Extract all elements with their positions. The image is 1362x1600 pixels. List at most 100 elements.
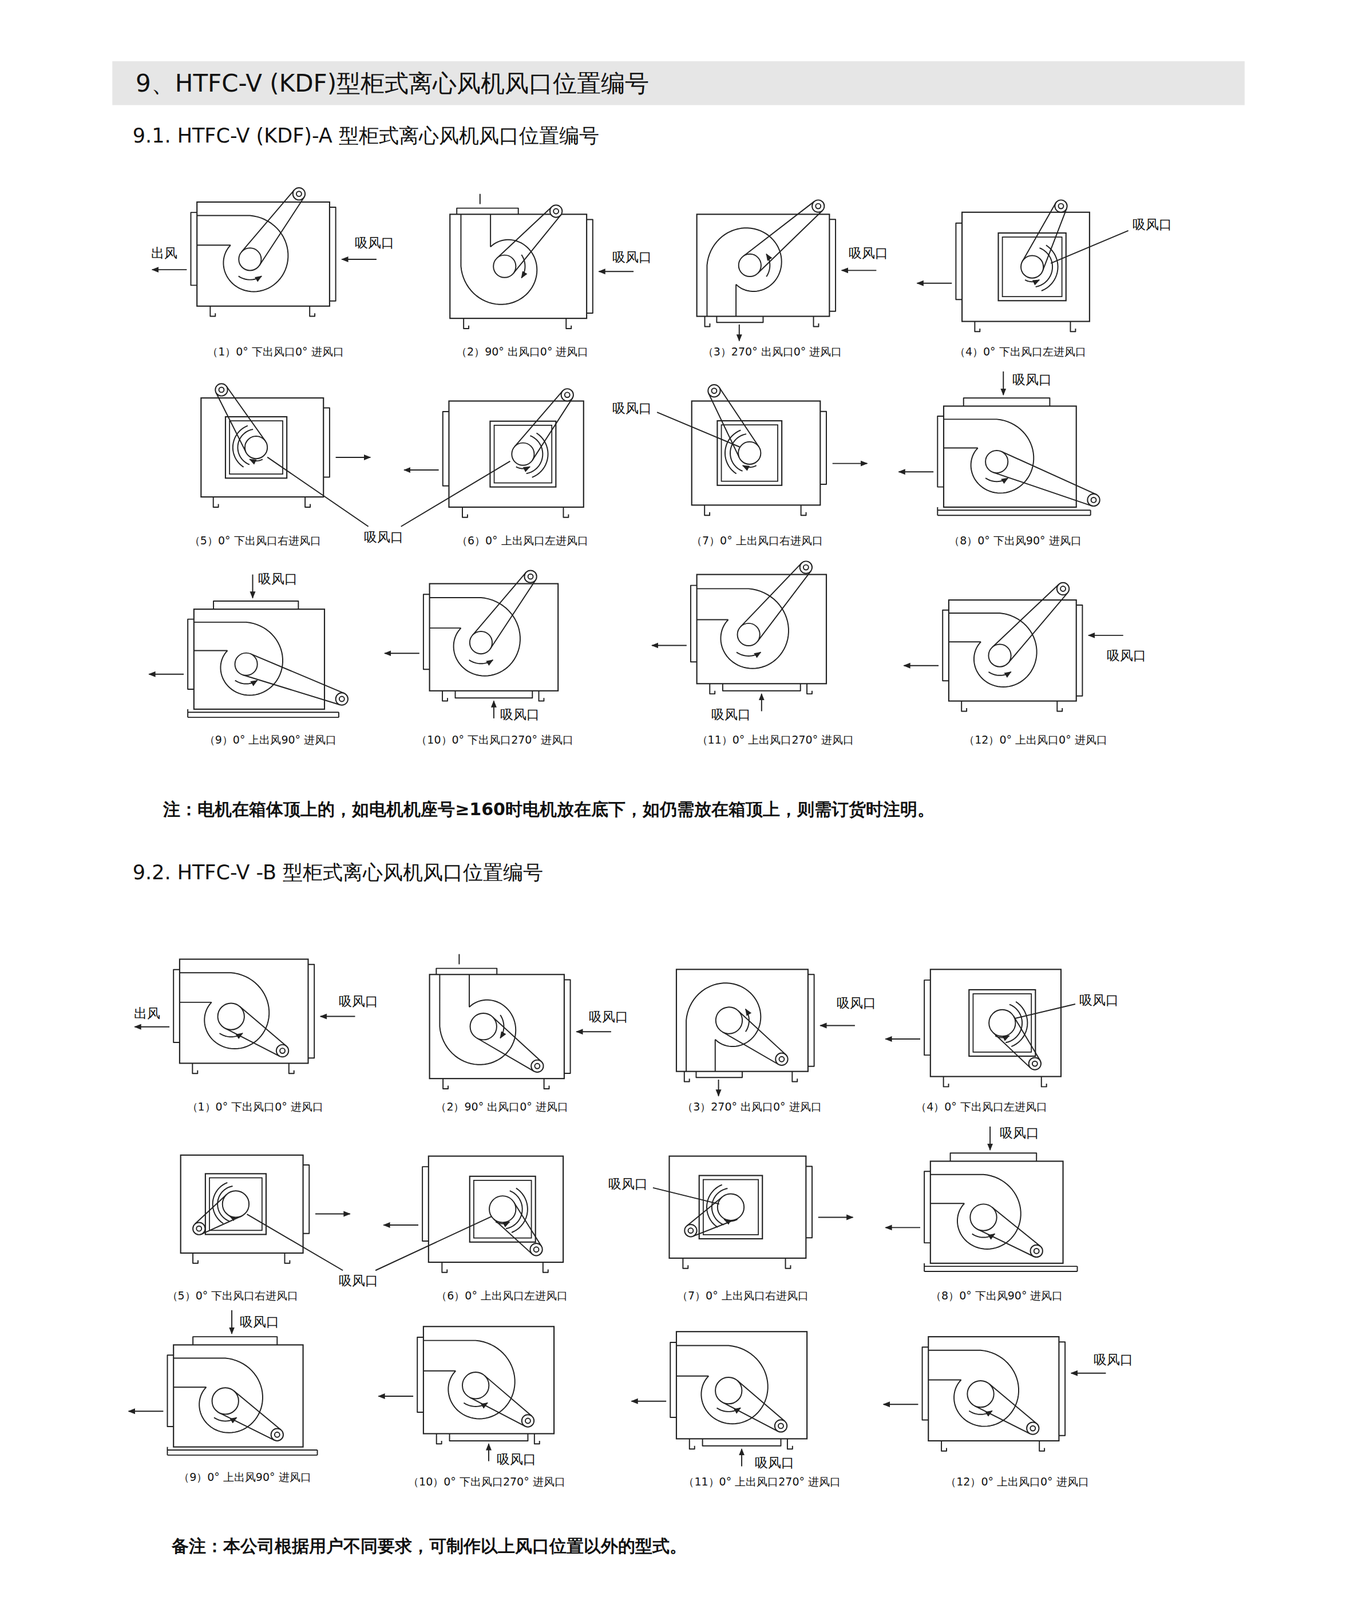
drive-belt <box>1001 451 1097 495</box>
drive-belt <box>224 1027 280 1056</box>
motor-pulley <box>707 384 720 397</box>
motor-shaft <box>815 203 821 209</box>
cabinet <box>961 212 1090 322</box>
drive-belt <box>740 563 802 627</box>
drive-belt <box>469 1396 525 1427</box>
drive-belt <box>992 1032 1031 1068</box>
motor-pulley <box>1056 582 1069 595</box>
figure-caption: （9）0° 上出风90° 进风口 <box>178 1471 311 1484</box>
flow-arrow <box>631 1400 667 1402</box>
support-foot <box>565 318 572 329</box>
flow-arrow <box>252 574 254 599</box>
volute-scroll <box>676 1345 768 1424</box>
leader-lines <box>247 230 1129 1270</box>
fan-pulley <box>462 1371 489 1399</box>
base-rail <box>187 709 189 718</box>
fan-pulley <box>511 442 534 466</box>
support-foot <box>974 321 980 332</box>
port-label: 吸风口 <box>999 1125 1040 1140</box>
flow-arrow <box>341 258 377 260</box>
port-label: 吸风口 <box>848 245 889 261</box>
figure-caption: （2）90° 出风口0° 进风口 <box>456 345 589 359</box>
inlet-flange <box>829 219 836 311</box>
flow-arrow <box>818 1216 854 1218</box>
volute-tongue <box>948 640 981 643</box>
support-foot <box>1041 1076 1047 1087</box>
volute-scroll <box>196 215 288 292</box>
volute-scroll <box>686 982 761 1071</box>
motor-shaft <box>1030 1425 1036 1431</box>
drive-belt <box>977 1228 1034 1257</box>
base-rail <box>167 1446 169 1455</box>
fan-pulley <box>218 1002 245 1029</box>
motor-shaft <box>534 1063 540 1069</box>
motor-shaft <box>711 387 717 394</box>
rotation-arrow <box>985 477 1008 482</box>
port-label: 吸风口 <box>588 1008 629 1024</box>
fan-pulley <box>737 623 760 646</box>
cabinet <box>428 1155 564 1262</box>
motor-shaft <box>339 696 345 702</box>
support-foot <box>682 1257 688 1269</box>
support-foot <box>704 504 710 516</box>
drive-belt <box>239 1006 287 1047</box>
motor-pulley <box>1054 199 1067 212</box>
outlet-flange <box>167 1354 174 1427</box>
port-label: 吸风口 <box>1132 216 1173 232</box>
fan-pulley <box>1020 255 1044 279</box>
volute-tongue <box>735 284 737 317</box>
cabinet <box>449 214 587 319</box>
figure-caption: （11）0° 上出风口270° 进风口 <box>697 733 855 747</box>
figure-caption: （6）0° 上出风口左进风口 <box>456 534 589 548</box>
support-foot <box>192 1062 198 1074</box>
support-foot <box>305 496 311 508</box>
flow-arrow <box>761 693 763 711</box>
motor-shaft <box>296 191 302 197</box>
base-rail <box>338 711 340 718</box>
port-label: 出风 <box>133 1005 161 1021</box>
figure-caption: （7）0° 上出风口右进风口 <box>676 1289 809 1302</box>
drive-belt <box>241 189 295 252</box>
page-title: 9、HTFC-V (KDF)型柜式离心风机风口位置编号 <box>135 69 649 98</box>
port-label: 吸风口 <box>836 995 877 1011</box>
volute-tongue <box>943 447 979 449</box>
motor-shaft <box>1034 1248 1040 1254</box>
motor-shaft <box>274 1431 280 1437</box>
drive-belt <box>476 1037 534 1071</box>
fan-figure <box>384 569 558 718</box>
base-rail <box>167 1448 318 1451</box>
volute-scroll <box>928 1349 1019 1427</box>
figure-caption: （10）0° 下出风口270° 进风口 <box>416 733 574 747</box>
inlet-frame <box>703 1179 759 1235</box>
support-foot <box>1039 1440 1045 1451</box>
inlet-frame <box>972 993 1032 1052</box>
inlet-frame <box>1002 236 1063 297</box>
flow-arrow <box>1088 634 1124 636</box>
fan-figure <box>383 1155 564 1273</box>
volute-tongue <box>697 619 729 621</box>
support-foot <box>792 1071 798 1082</box>
motor-shaft <box>778 1056 785 1062</box>
support-foot <box>961 701 967 712</box>
rotation-arrow <box>516 466 530 469</box>
base-rail <box>936 507 938 516</box>
motor-pulley <box>531 1059 544 1072</box>
base-rail <box>937 509 1091 511</box>
support-foot <box>442 1078 449 1089</box>
outlet-flange <box>670 1341 677 1417</box>
flow-arrow <box>404 469 439 471</box>
drive-belt <box>513 215 561 274</box>
cabinet <box>928 1336 1059 1441</box>
drive-belt <box>991 1206 1041 1247</box>
support-foot <box>442 690 448 702</box>
drive-belt <box>242 674 340 705</box>
flow-arrow <box>903 664 939 667</box>
figure-caption: （2）90° 出风口0° 进风口 <box>435 1100 568 1114</box>
flow-arrow <box>832 462 868 465</box>
fan-pulley <box>985 450 1008 473</box>
fan-pulley <box>969 1203 997 1230</box>
support-foot <box>1070 321 1076 332</box>
fan-pulley <box>222 1190 249 1217</box>
drive-belt <box>742 201 815 257</box>
